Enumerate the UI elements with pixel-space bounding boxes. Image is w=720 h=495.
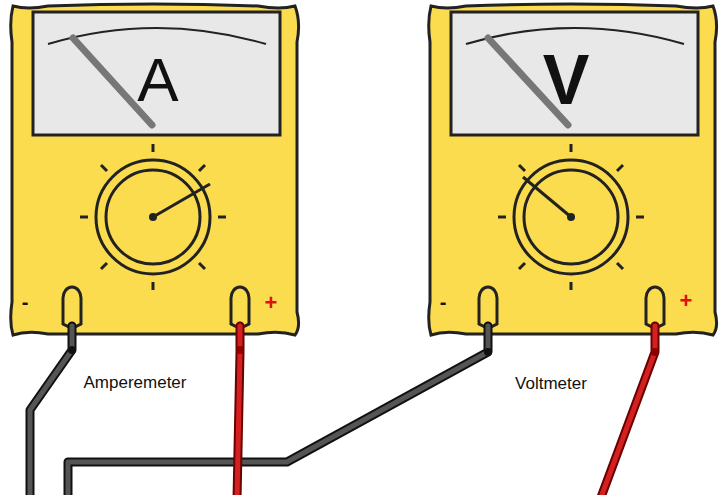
terminal-sign: + (265, 292, 278, 314)
terminal-sign: - (440, 292, 447, 312)
meter-body: V - + Voltmeter (426, 2, 718, 397)
meter-symbol: A (137, 49, 178, 111)
meter-caption: Amperemeter (84, 374, 187, 391)
meter-body: A - + Amperemeter (8, 2, 302, 397)
meter-symbol: V (543, 45, 590, 115)
meter-caption: Voltmeter (515, 375, 587, 392)
terminal-sign: - (22, 292, 29, 312)
terminal-sign: + (680, 290, 693, 312)
